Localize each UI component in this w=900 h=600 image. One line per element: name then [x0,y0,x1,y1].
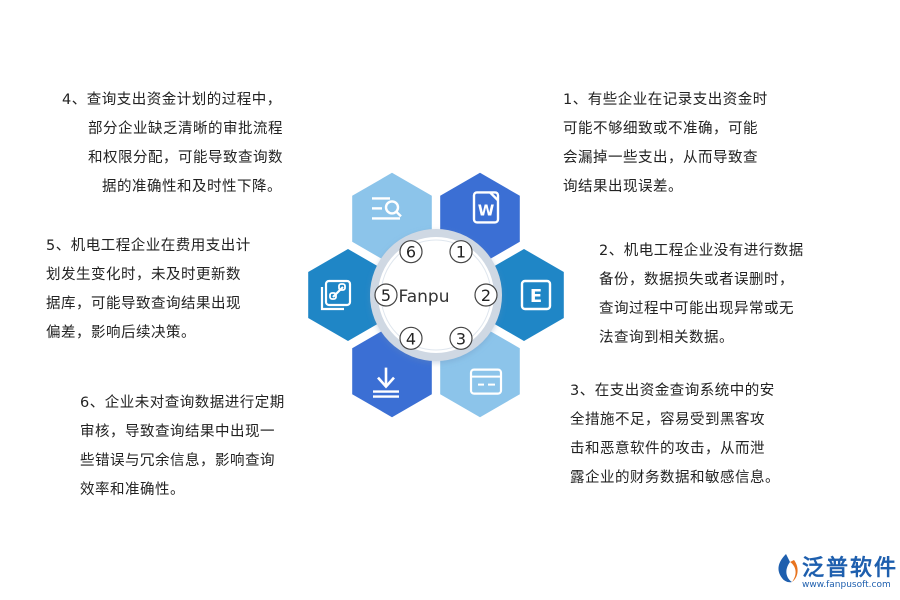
keyboard-icon [469,368,503,395]
center-label: Fanpu [399,287,450,307]
hexagon-segment-2 [484,249,564,341]
word-document-icon: W [472,191,500,224]
note-1: 1、有些企业在记录支出资金时 可能不够细致或不准确，可能 会漏掉一些支出，从而导… [563,92,768,195]
svg-text:E: E [530,286,542,307]
number-badge-4 [399,326,423,350]
svg-text:W: W [478,201,495,219]
number-badge-1 [449,240,473,264]
note-2: 2、机电工程企业没有进行数据 备份，数据损失或者误删时， 查询过程中可能出现异常… [599,243,804,346]
number-label-5: 5 [381,286,391,305]
number-badge-5 [374,283,398,307]
number-badge-6 [399,240,423,264]
logo-url: www.fanpusoft.com [802,580,891,590]
search-list-icon [372,197,402,220]
linked-documents-icon [320,279,352,311]
fanpu-logo: 泛普软件 www.fanpusoft.com [772,548,896,596]
hexagon-segment-5 [308,249,388,341]
number-label-2: 2 [481,286,491,305]
download-icon [373,367,399,398]
note-3: 3、在支出资金查询系统中的安 全措施不足，容易受到黑客攻 击和恶意软件的攻击，从… [570,383,780,486]
e-document-icon: E [520,279,552,311]
number-badge-3 [449,326,473,350]
number-label-6: 6 [406,243,416,262]
logo-name: 泛普软件 [802,556,899,581]
logo-mark-icon [778,554,798,583]
number-label-4: 4 [406,329,416,348]
note-6: 6、企业未对查询数据进行定期 审核，导致查询结果中出现一 些错误与冗余信息，影响… [80,395,285,498]
note-5: 5、机电工程企业在费用支出计 划发生变化时，未及时更新数 据库，可能导致查询结果… [46,238,251,341]
number-badge-2 [474,283,498,307]
note-4: 4、查询支出资金计划的过程中， 部分企业缺乏清晰的审批流程 和权限分配，可能导致… [62,92,283,195]
number-label-3: 3 [456,329,466,348]
number-label-1: 1 [456,243,466,262]
